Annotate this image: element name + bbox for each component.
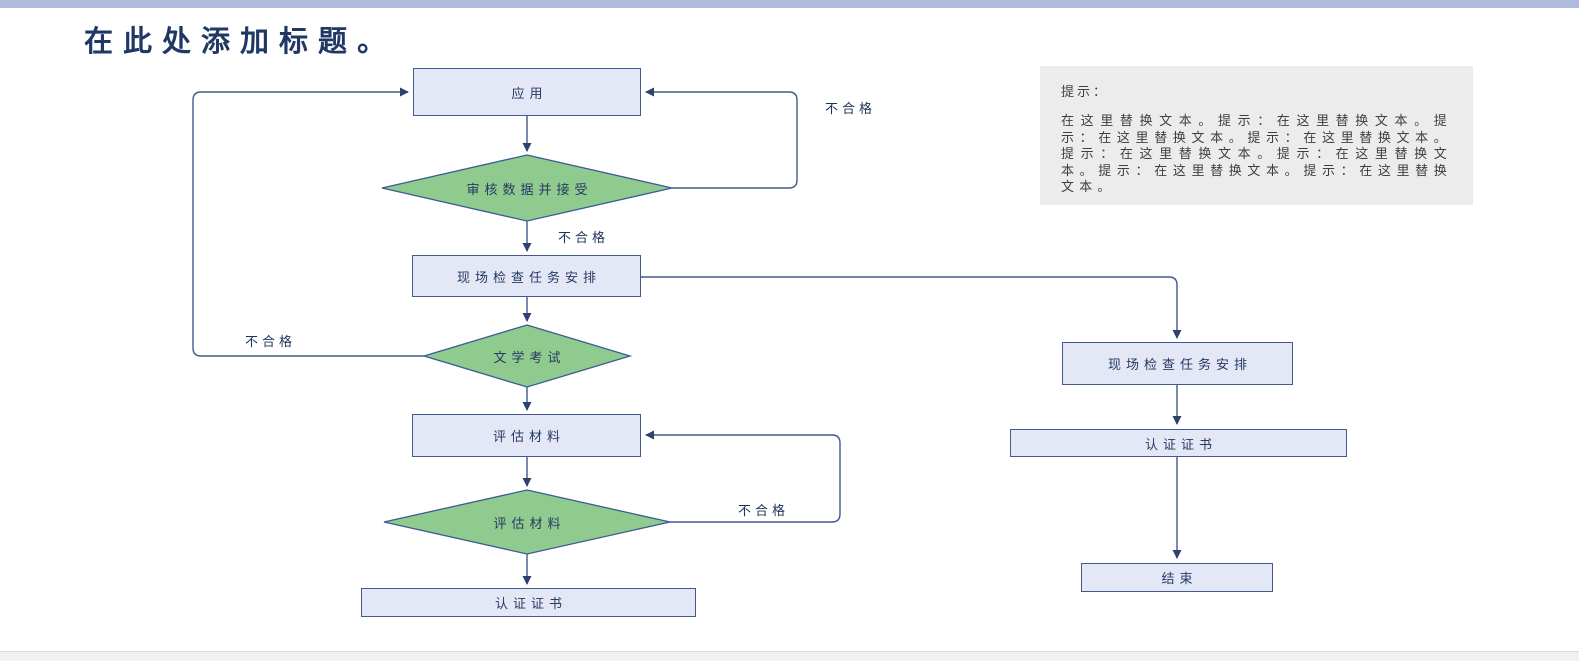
decision-review-data-label: 审核数据并接受 xyxy=(466,181,593,197)
node-site-inspection-label: 现场检查任务安排 xyxy=(456,269,601,285)
node-application-label: 应用 xyxy=(511,85,548,101)
decision-review-data-shape xyxy=(381,154,673,222)
node-application: 应用 xyxy=(413,68,641,116)
node-site-inspection: 现场检查任务安排 xyxy=(412,255,641,297)
node-evaluate-materials: 评估材料 xyxy=(412,414,641,457)
edge-label-fail-top-right: 不合格 xyxy=(825,101,877,116)
decision-literature-exam-shape xyxy=(421,324,633,388)
edge-label-fail-bottom-right: 不合格 xyxy=(738,503,790,518)
hint-body: 在这里替换文本。提示：在这里替换文本。提示：在这里替换文本。提示：在这里替换文本… xyxy=(1061,113,1452,195)
slide-title: 在此处添加标题。 xyxy=(84,24,397,58)
node-certificate-right: 认证证书 xyxy=(1010,429,1347,457)
decision-evaluate-materials-shape xyxy=(383,489,671,555)
edge-label-fail-mid: 不合格 xyxy=(558,230,610,245)
node-certificate-right-label: 认证证书 xyxy=(1144,436,1217,452)
node-certificate-label: 认证证书 xyxy=(494,596,567,611)
node-end-label: 结束 xyxy=(1161,571,1198,586)
decision-evaluate-materials-label: 评估材料 xyxy=(493,515,566,531)
connector-fail-loop-bottom-right xyxy=(645,430,841,523)
node-site-inspection-right-label: 现场检查任务安排 xyxy=(1107,357,1252,372)
connector-branch-to-right-column xyxy=(641,276,1182,339)
edge-label-fail-left: 不合格 xyxy=(245,334,297,349)
hint-title: 提示： xyxy=(1061,84,1110,99)
connector-fail-loop-top-right xyxy=(645,87,798,189)
node-site-inspection-right: 现场检查任务安排 xyxy=(1062,342,1293,385)
node-evaluate-materials-label: 评估材料 xyxy=(492,429,565,444)
node-end: 结束 xyxy=(1081,563,1273,592)
connector-fail-loop-left xyxy=(192,87,424,357)
decision-literature-exam-label: 文学考试 xyxy=(493,349,566,365)
top-accent-bar xyxy=(0,0,1579,8)
bottom-strip xyxy=(0,651,1579,661)
hint-panel: 提示： 在这里替换文本。提示：在这里替换文本。提示：在这里替换文本。提示：在这里… xyxy=(1040,66,1473,205)
node-certificate: 认证证书 xyxy=(361,588,696,617)
